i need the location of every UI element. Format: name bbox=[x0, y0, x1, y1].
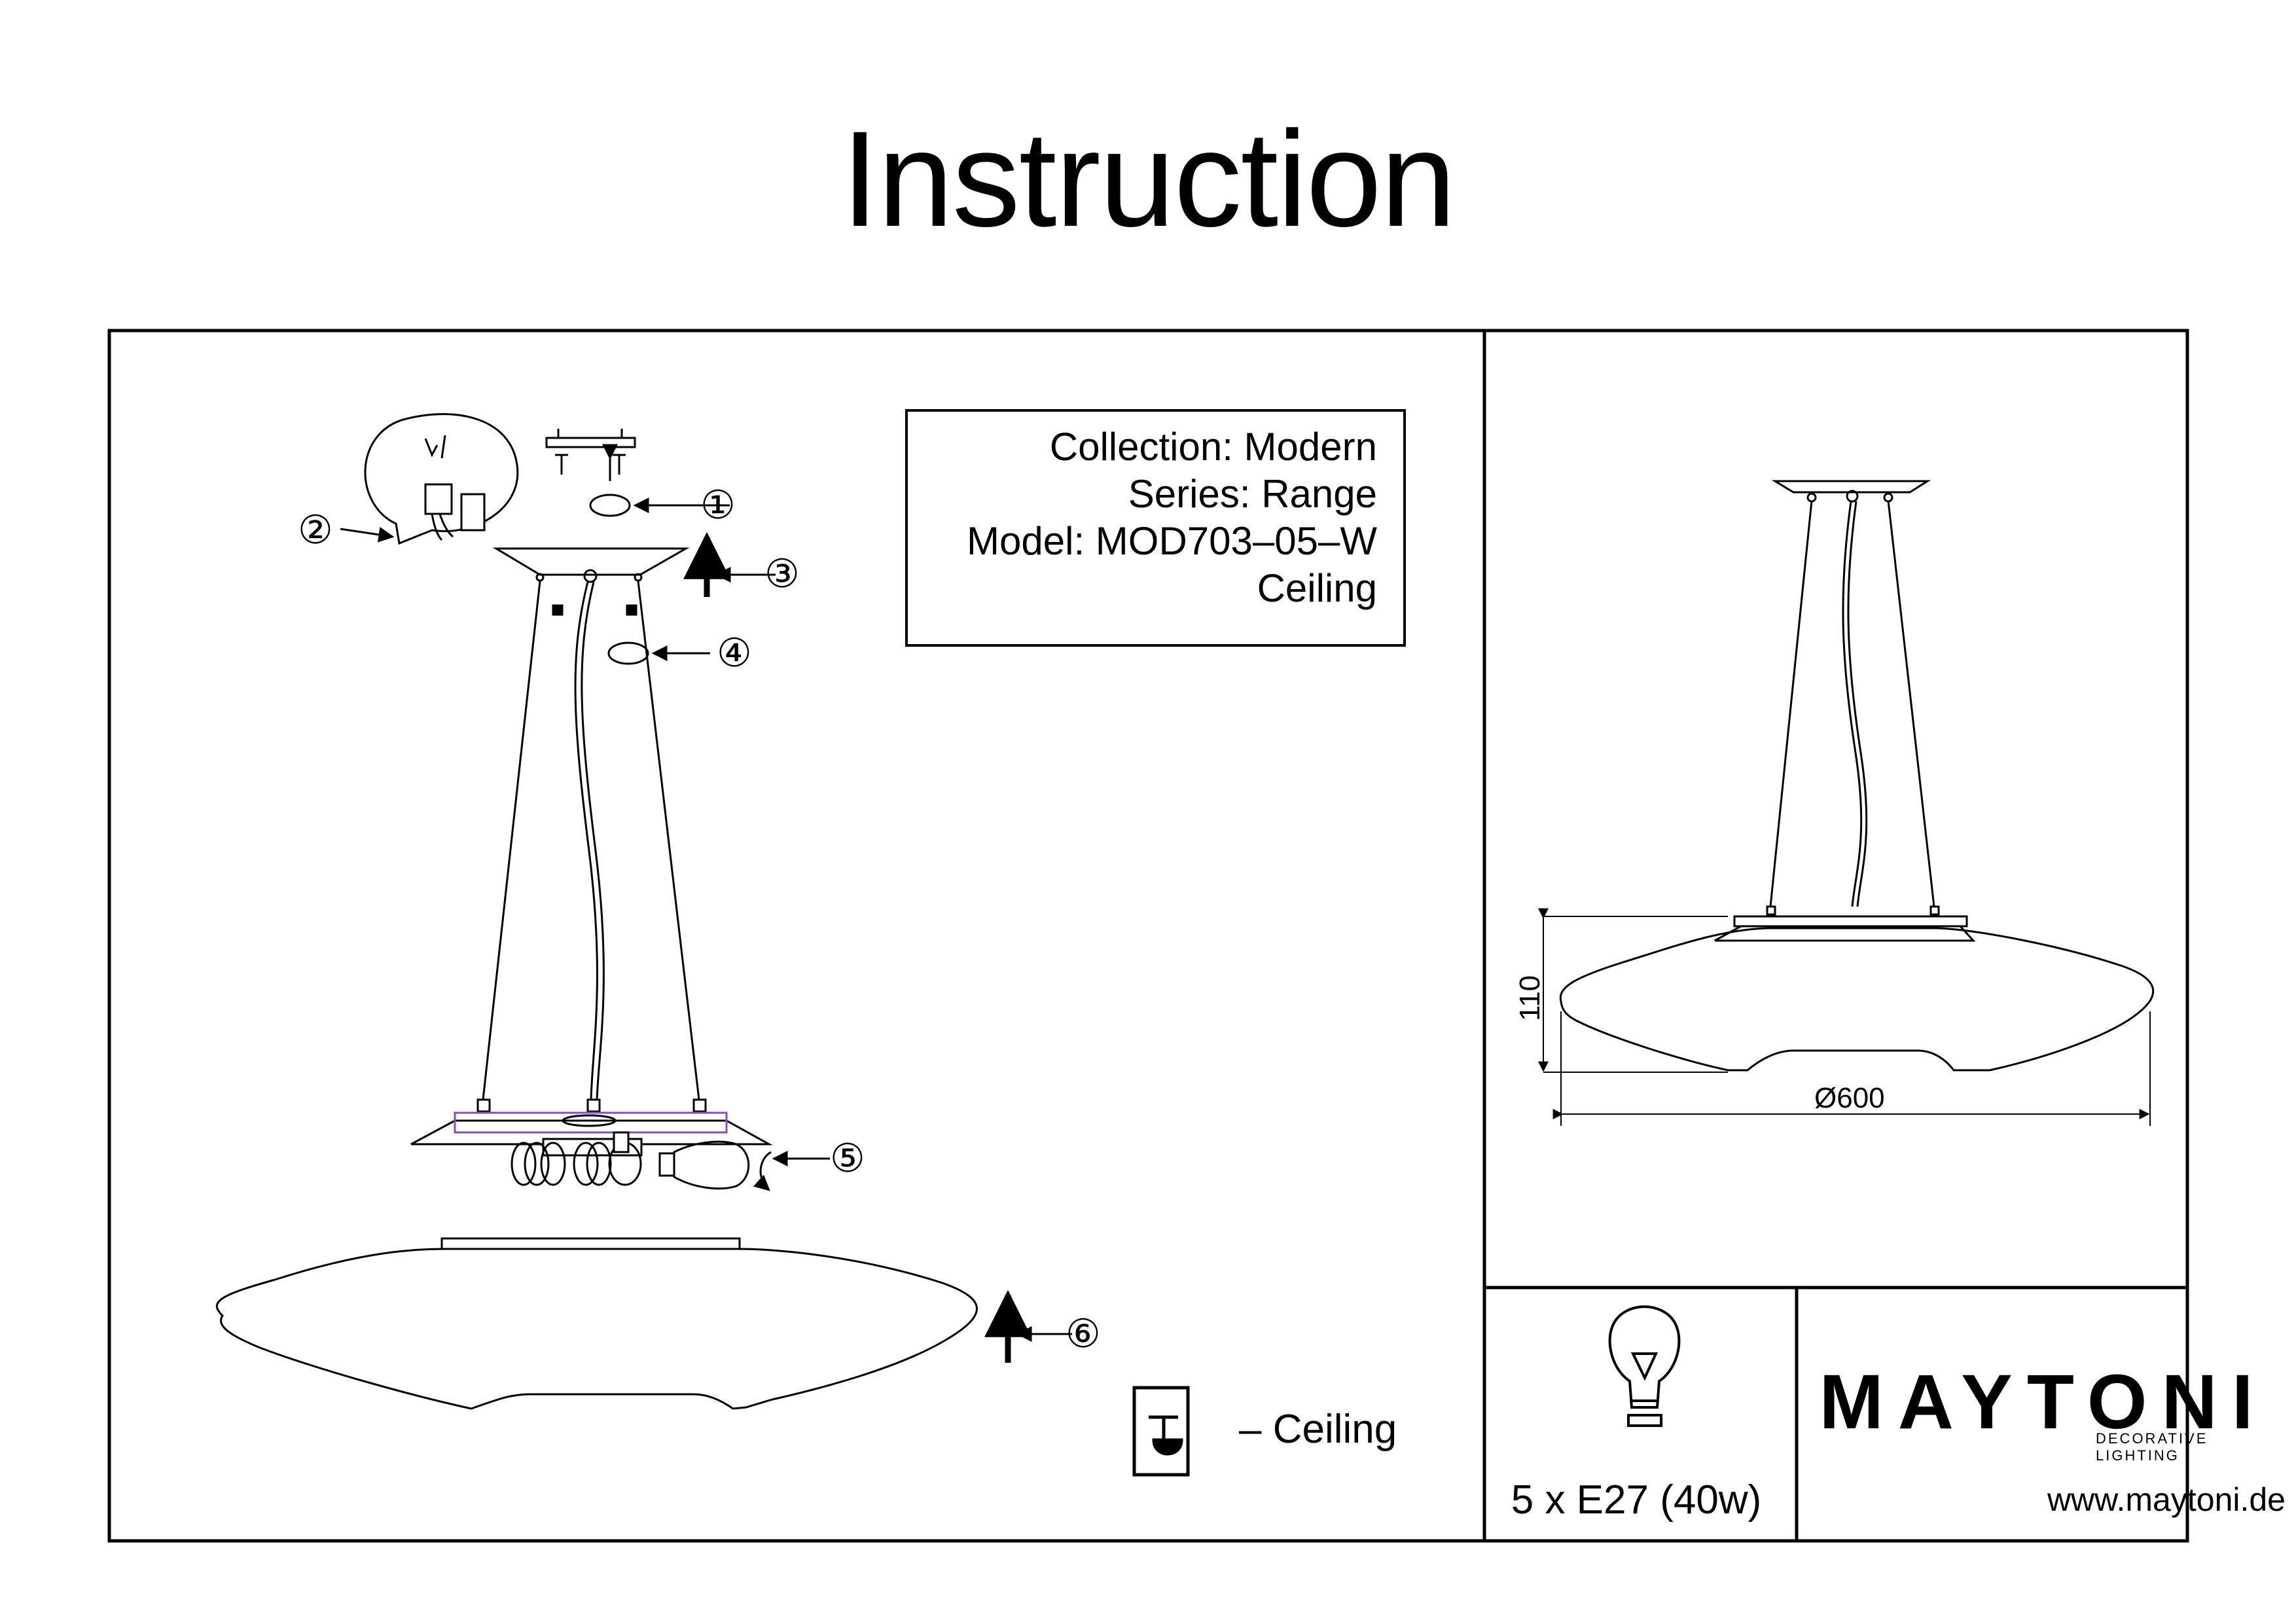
brand-url[interactable]: www.maytoni.de bbox=[2047, 1481, 2286, 1518]
diameter-dimension: Ø600 bbox=[1814, 1082, 1885, 1114]
series-label: Series: Range bbox=[1128, 472, 1377, 516]
suspension-cable bbox=[482, 581, 541, 1100]
glass-diffuser bbox=[1559, 927, 2155, 1072]
assembly-diagram bbox=[215, 413, 1072, 1410]
bulb-icon bbox=[1608, 1305, 1681, 1427]
brand-logo: MAYTONI bbox=[1819, 1359, 2268, 1445]
ceiling-legend-label: – Ceiling bbox=[1239, 1407, 1397, 1452]
collection-label: Collection: Modern bbox=[1049, 425, 1377, 469]
mounting-bracket bbox=[545, 429, 636, 481]
step-number: ② bbox=[298, 507, 333, 553]
canopy bbox=[1771, 480, 1931, 494]
step-number: ③ bbox=[764, 551, 800, 597]
screw-rotate-icon bbox=[589, 494, 631, 517]
suspension-cable bbox=[637, 581, 700, 1100]
power-cord bbox=[574, 581, 598, 1100]
step-number: ⑤ bbox=[830, 1136, 865, 1182]
step-number: ① bbox=[700, 482, 736, 528]
mount-type-label: Ceiling bbox=[1257, 566, 1377, 610]
dimension-drawing bbox=[1538, 480, 2155, 1126]
step-number: ⑥ bbox=[1066, 1311, 1101, 1357]
brand-tagline: DECORATIVE LIGHTING bbox=[2096, 1430, 2208, 1464]
outer-frame bbox=[107, 329, 2189, 1543]
height-dimension: 110 bbox=[1514, 975, 1546, 1021]
page-title: Instruction bbox=[841, 103, 1456, 255]
wiring-detail-bubble bbox=[364, 413, 519, 545]
light-bulb bbox=[658, 1140, 772, 1191]
glass-diffuser bbox=[215, 1248, 978, 1410]
ceiling-mount-icon bbox=[1132, 1386, 1190, 1477]
product-info-box: Collection: Modern Series: Range Model: … bbox=[905, 409, 1406, 647]
bulb-spec-label: 5 x E27 (40w) bbox=[1511, 1477, 1762, 1523]
bulb-sockets bbox=[511, 1131, 643, 1186]
model-label: Model: MOD703–05–W bbox=[967, 519, 1377, 563]
step-number: ④ bbox=[717, 630, 752, 676]
